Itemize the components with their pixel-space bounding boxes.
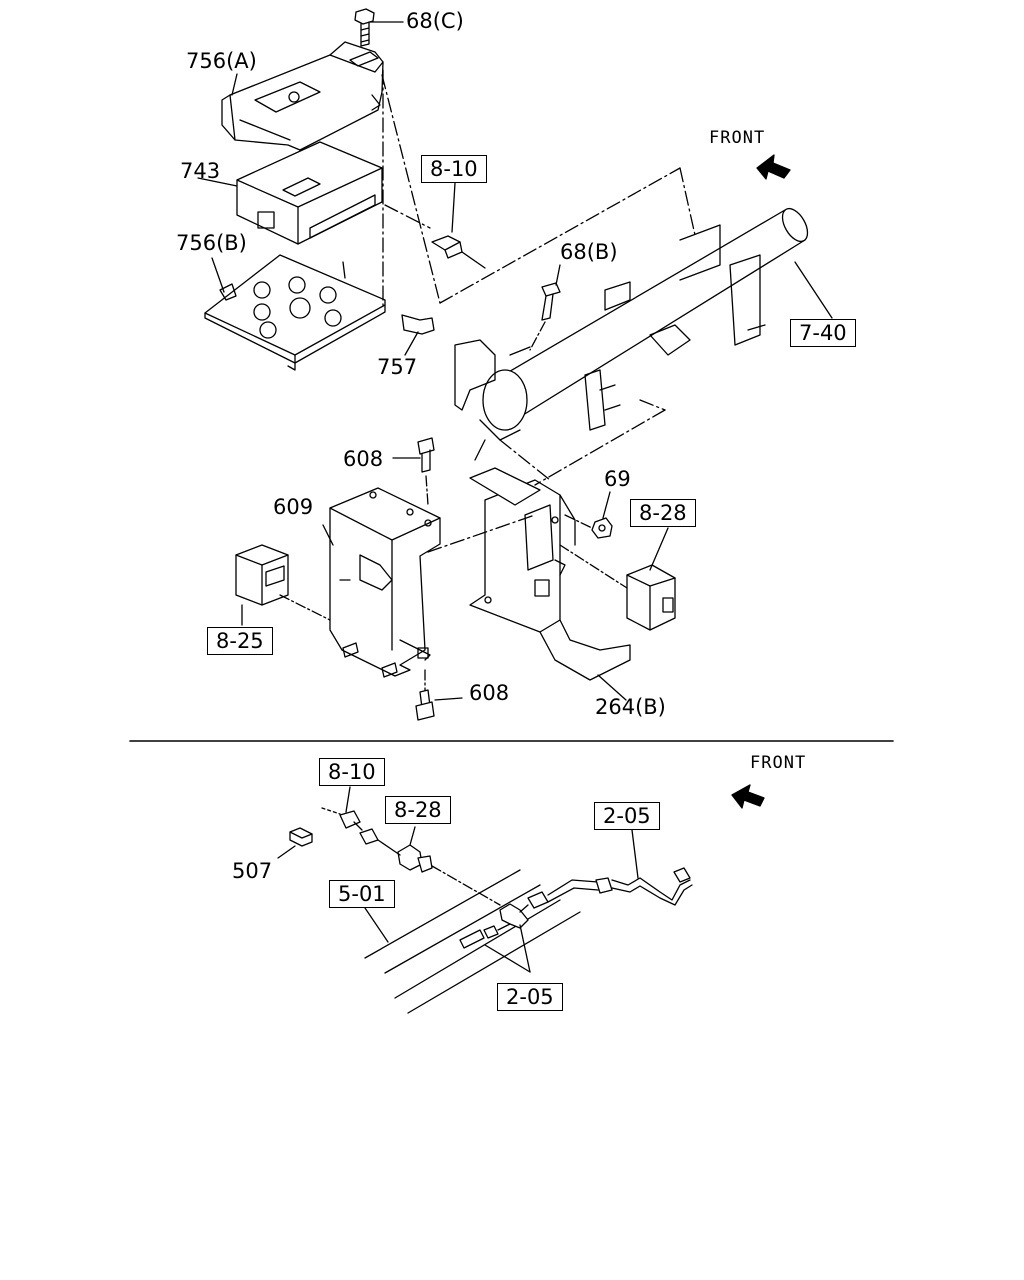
label-507: 507 — [232, 859, 273, 883]
bolt-757 — [402, 315, 434, 355]
ref-box-8-25: 8-25 — [207, 627, 273, 655]
bracket-756b — [205, 255, 385, 370]
label-69: 69 — [604, 467, 631, 491]
ref-box-7-40: 7-40 — [790, 319, 856, 347]
front-arrow-icon — [757, 155, 790, 179]
bolt-68b — [530, 265, 560, 350]
ref-box-2-05-bottom: 2-05 — [497, 983, 563, 1011]
module-8-28-top — [560, 528, 675, 630]
assembly-lines-top — [382, 70, 695, 305]
label-68c: 68(C) — [406, 9, 464, 33]
beam-7-40 — [455, 204, 832, 460]
ref-box-5-01: 5-01 — [329, 880, 395, 908]
cap-507 — [278, 828, 312, 858]
label-68b: 68(B) — [560, 240, 618, 264]
control-unit-743 — [198, 142, 382, 244]
bolt-608-top — [393, 438, 434, 505]
bracket-609 — [323, 488, 440, 676]
ref-box-2-05-top: 2-05 — [594, 802, 660, 830]
label-756a: 756(A) — [186, 49, 257, 73]
relay-8-25 — [236, 545, 330, 625]
bolt-608-bottom — [416, 670, 462, 720]
studs-609 — [343, 643, 397, 677]
label-609: 609 — [273, 495, 314, 519]
ref-box-8-28-top: 8-28 — [630, 499, 696, 527]
connector-8-10-top — [432, 183, 485, 268]
assembly-lines-middle — [428, 400, 665, 552]
front-arrow-icon — [732, 785, 764, 808]
bracket-264b — [470, 468, 630, 700]
label-608-bottom: 608 — [469, 681, 510, 705]
harness-8-10-bottom — [322, 787, 378, 844]
ref-box-8-10-top: 8-10 — [421, 155, 487, 183]
brake-pipe-2-05 — [460, 830, 692, 972]
frame-rail-5-01 — [365, 870, 580, 1013]
ref-box-8-10-bottom: 8-10 — [319, 758, 385, 786]
label-757: 757 — [377, 355, 418, 379]
front-label-bottom: FRONT — [750, 753, 807, 773]
label-264b: 264(B) — [595, 695, 666, 719]
nut-69 — [565, 492, 612, 538]
sensor-8-28-bottom — [378, 827, 500, 905]
front-label-top: FRONT — [709, 128, 766, 148]
label-608-top: 608 — [343, 447, 384, 471]
bolt-68c — [355, 9, 403, 46]
label-743: 743 — [180, 159, 221, 183]
bracket-756a — [222, 42, 383, 168]
ref-box-8-28-bottom: 8-28 — [385, 796, 451, 824]
label-756b: 756(B) — [176, 231, 247, 255]
